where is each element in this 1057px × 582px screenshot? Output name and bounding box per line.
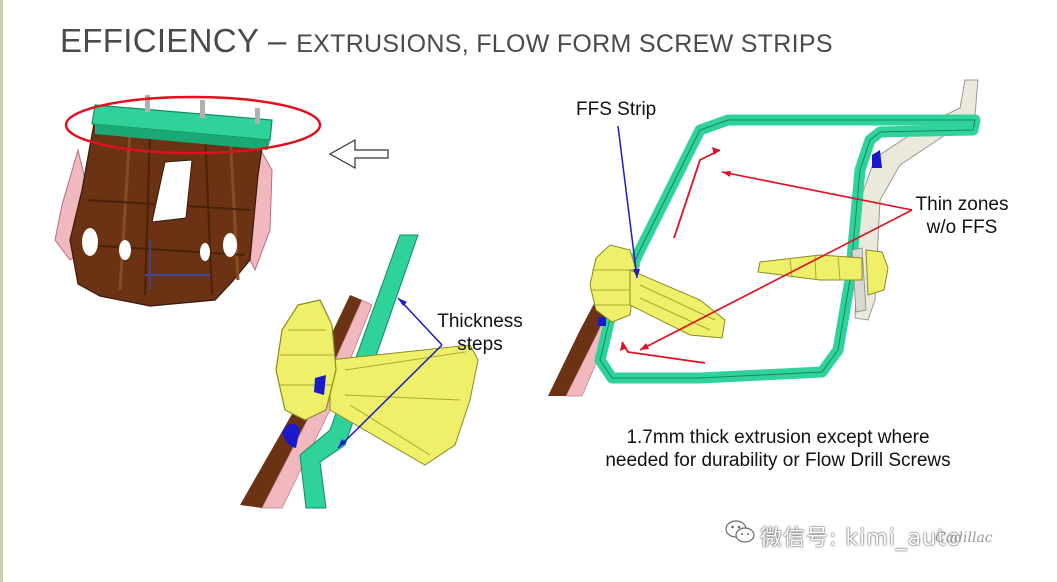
caption-line1: 1.7mm thick extrusion except where [626, 427, 930, 448]
ffs-strip-label: FFS Strip [576, 99, 657, 120]
thin-zones-label: Thin zones w/o FFS [902, 193, 1022, 239]
watermark-text: 微信号: kimi_auto [760, 526, 962, 551]
wechat-icon [725, 520, 755, 543]
thickness-steps-label: Thickness steps [420, 310, 540, 356]
title-main: EFFICIENCY – [60, 22, 297, 59]
thickness-line2: steps [457, 334, 503, 355]
title-sub: EXTRUSIONS, FLOW FORM SCREW STRIPS [296, 30, 833, 58]
thin-zone-arrows [620, 147, 913, 364]
thickness-detail [240, 234, 479, 509]
ffs-pointer [617, 125, 640, 279]
thin-zones-line1: Thin zones [915, 194, 1009, 215]
thin-zones-line2: w/o FFS [926, 217, 998, 238]
caption-line2: needed for durability or Flow Drill Scre… [605, 450, 951, 471]
thickness-line1: Thickness [437, 311, 523, 332]
extrusion-frame [548, 79, 981, 397]
thickness-pointers [337, 297, 443, 449]
left-edge-rule [0, 0, 3, 582]
slide-title: EFFICIENCY – EXTRUSIONS, FLOW FORM SCREW… [60, 22, 833, 60]
extrusion-caption: 1.7mm thick extrusion except where neede… [548, 426, 1008, 472]
floor-pan-assembly [54, 95, 273, 307]
cadillac-logo: Cadillac [935, 530, 993, 546]
hollow-arrow-icon [328, 138, 389, 170]
highlight-ellipse [64, 95, 322, 155]
